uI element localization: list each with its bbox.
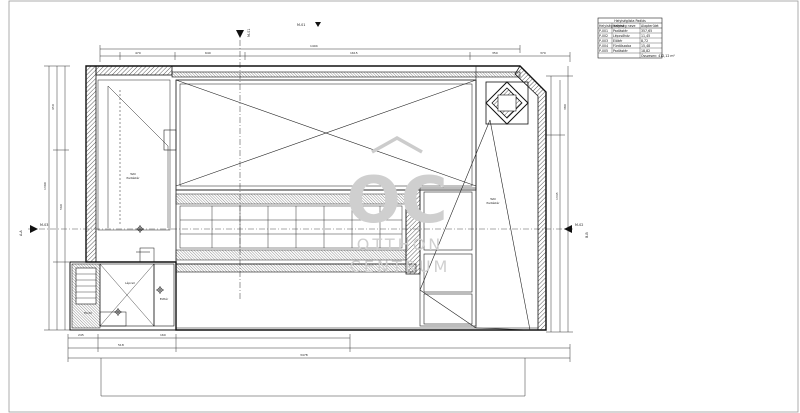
bottom-dimension-lines [67, 334, 571, 397]
svg-text:1390: 1390 [43, 182, 47, 190]
right-dimension-lines [546, 66, 573, 333]
svg-text:B-B: B-B [585, 232, 589, 238]
bottom-dimension-text: 245 518 3478 160 [78, 333, 308, 357]
room-table-cell: Padlástér [613, 49, 628, 53]
room-table-cell: P-003 [599, 39, 608, 43]
room-label-bath: Fürdő [84, 311, 92, 315]
watermark-roof-icon [371, 135, 423, 154]
top-dimension-text: 1404 470 640 1615 350 370 [135, 44, 546, 55]
left-dimension-text: 1390 450 560 [43, 104, 63, 210]
room-table-cell: Lépcsőház [613, 34, 630, 38]
section-marker-left: M-03 A-A [19, 223, 48, 236]
skylight-diamond [485, 81, 529, 125]
room-label-hall: Előtér [160, 297, 169, 301]
room-table-cell: P-002 [599, 34, 608, 38]
svg-text:245: 245 [78, 333, 84, 337]
room-table-header: Helyiség neve [613, 24, 636, 28]
watermark-monogram: OC [346, 164, 447, 238]
svg-text:470: 470 [135, 51, 141, 55]
top-dimension-lines [99, 45, 571, 62]
room-table-cell: 357,65 [641, 29, 652, 33]
watermark-line1: OTTHON [357, 235, 443, 254]
room-table-cell: 15,48 [641, 44, 650, 48]
stair-block [69, 247, 177, 331]
svg-text:380: 380 [563, 104, 567, 110]
svg-text:Padlástér: Padlástér [127, 176, 141, 180]
svg-text:640: 640 [205, 51, 211, 55]
svg-text:3478: 3478 [300, 353, 308, 357]
room-table-total: Összesen: 412,12 m² [641, 53, 675, 58]
svg-text:Fürdő: Fürdő [84, 311, 92, 315]
room-table-cell: Fürdőszoba [613, 44, 631, 48]
svg-text:M-01: M-01 [247, 29, 251, 37]
room-table-cell: P-005 [599, 49, 608, 53]
crosshair-markers [114, 225, 164, 316]
room-table-title: Helyiséglista Padlás [614, 19, 646, 23]
svg-text:Padlástér: Padlástér [487, 201, 501, 205]
svg-text:450: 450 [51, 104, 55, 110]
room-table-cell: Padlástér [613, 29, 628, 33]
svg-text:1345: 1345 [555, 192, 559, 200]
room-table-cell: 11,45 [641, 34, 650, 38]
room-table: Helyiséglista Padlás Helyiség száma Hely… [597, 17, 675, 59]
svg-text:1404: 1404 [310, 44, 318, 48]
svg-text:Lépcső: Lépcső [125, 281, 135, 285]
section-marker-top: M-01 [236, 29, 251, 38]
room-label-left-attic: Tető Padlástér [127, 172, 141, 180]
section-marker-right: M-02 B-B [564, 223, 589, 238]
svg-text:560: 560 [59, 204, 63, 210]
svg-text:Tető: Tető [489, 197, 496, 201]
sheet-frame [8, 0, 799, 413]
svg-text:A-A: A-A [19, 230, 23, 236]
svg-text:Előtér: Előtér [160, 297, 169, 301]
svg-text:Tető: Tető [129, 172, 136, 176]
room-table-cell: Előtér [613, 39, 623, 43]
right-roof-area [175, 66, 531, 331]
svg-text:M-03: M-03 [40, 223, 48, 227]
room-table-header: Helyiség száma [599, 24, 624, 28]
svg-text:370: 370 [540, 51, 546, 55]
room-table-header: Alapterület [641, 24, 659, 28]
svg-text:518: 518 [118, 343, 124, 347]
section-lines [28, 40, 575, 300]
rafter-lines [180, 206, 402, 248]
room-table-cell: P-004 [599, 44, 608, 48]
axis-marker-top: M-01 [297, 22, 321, 27]
svg-text:M-01: M-01 [297, 23, 305, 27]
svg-text:350: 350 [492, 51, 498, 55]
watermark-logo: OC OTTHON CENTRUM [346, 135, 451, 276]
room-table-cell: 18,82 [641, 49, 650, 53]
svg-text:1615: 1615 [350, 51, 358, 55]
left-dimension-lines [44, 65, 70, 331]
room-label-stair: Lépcső [125, 281, 135, 285]
room-table-cell: 8,72 [641, 39, 648, 43]
svg-text:160: 160 [160, 333, 166, 337]
room-table-cell: P-001 [599, 29, 608, 33]
watermark-line2: CENTRUM [350, 257, 451, 276]
right-dimension-text: 1345 380 [555, 104, 567, 200]
svg-text:M-02: M-02 [575, 223, 583, 227]
left-roof-area [97, 79, 177, 231]
room-label-right-attic: Tető Padlástér [487, 197, 501, 205]
